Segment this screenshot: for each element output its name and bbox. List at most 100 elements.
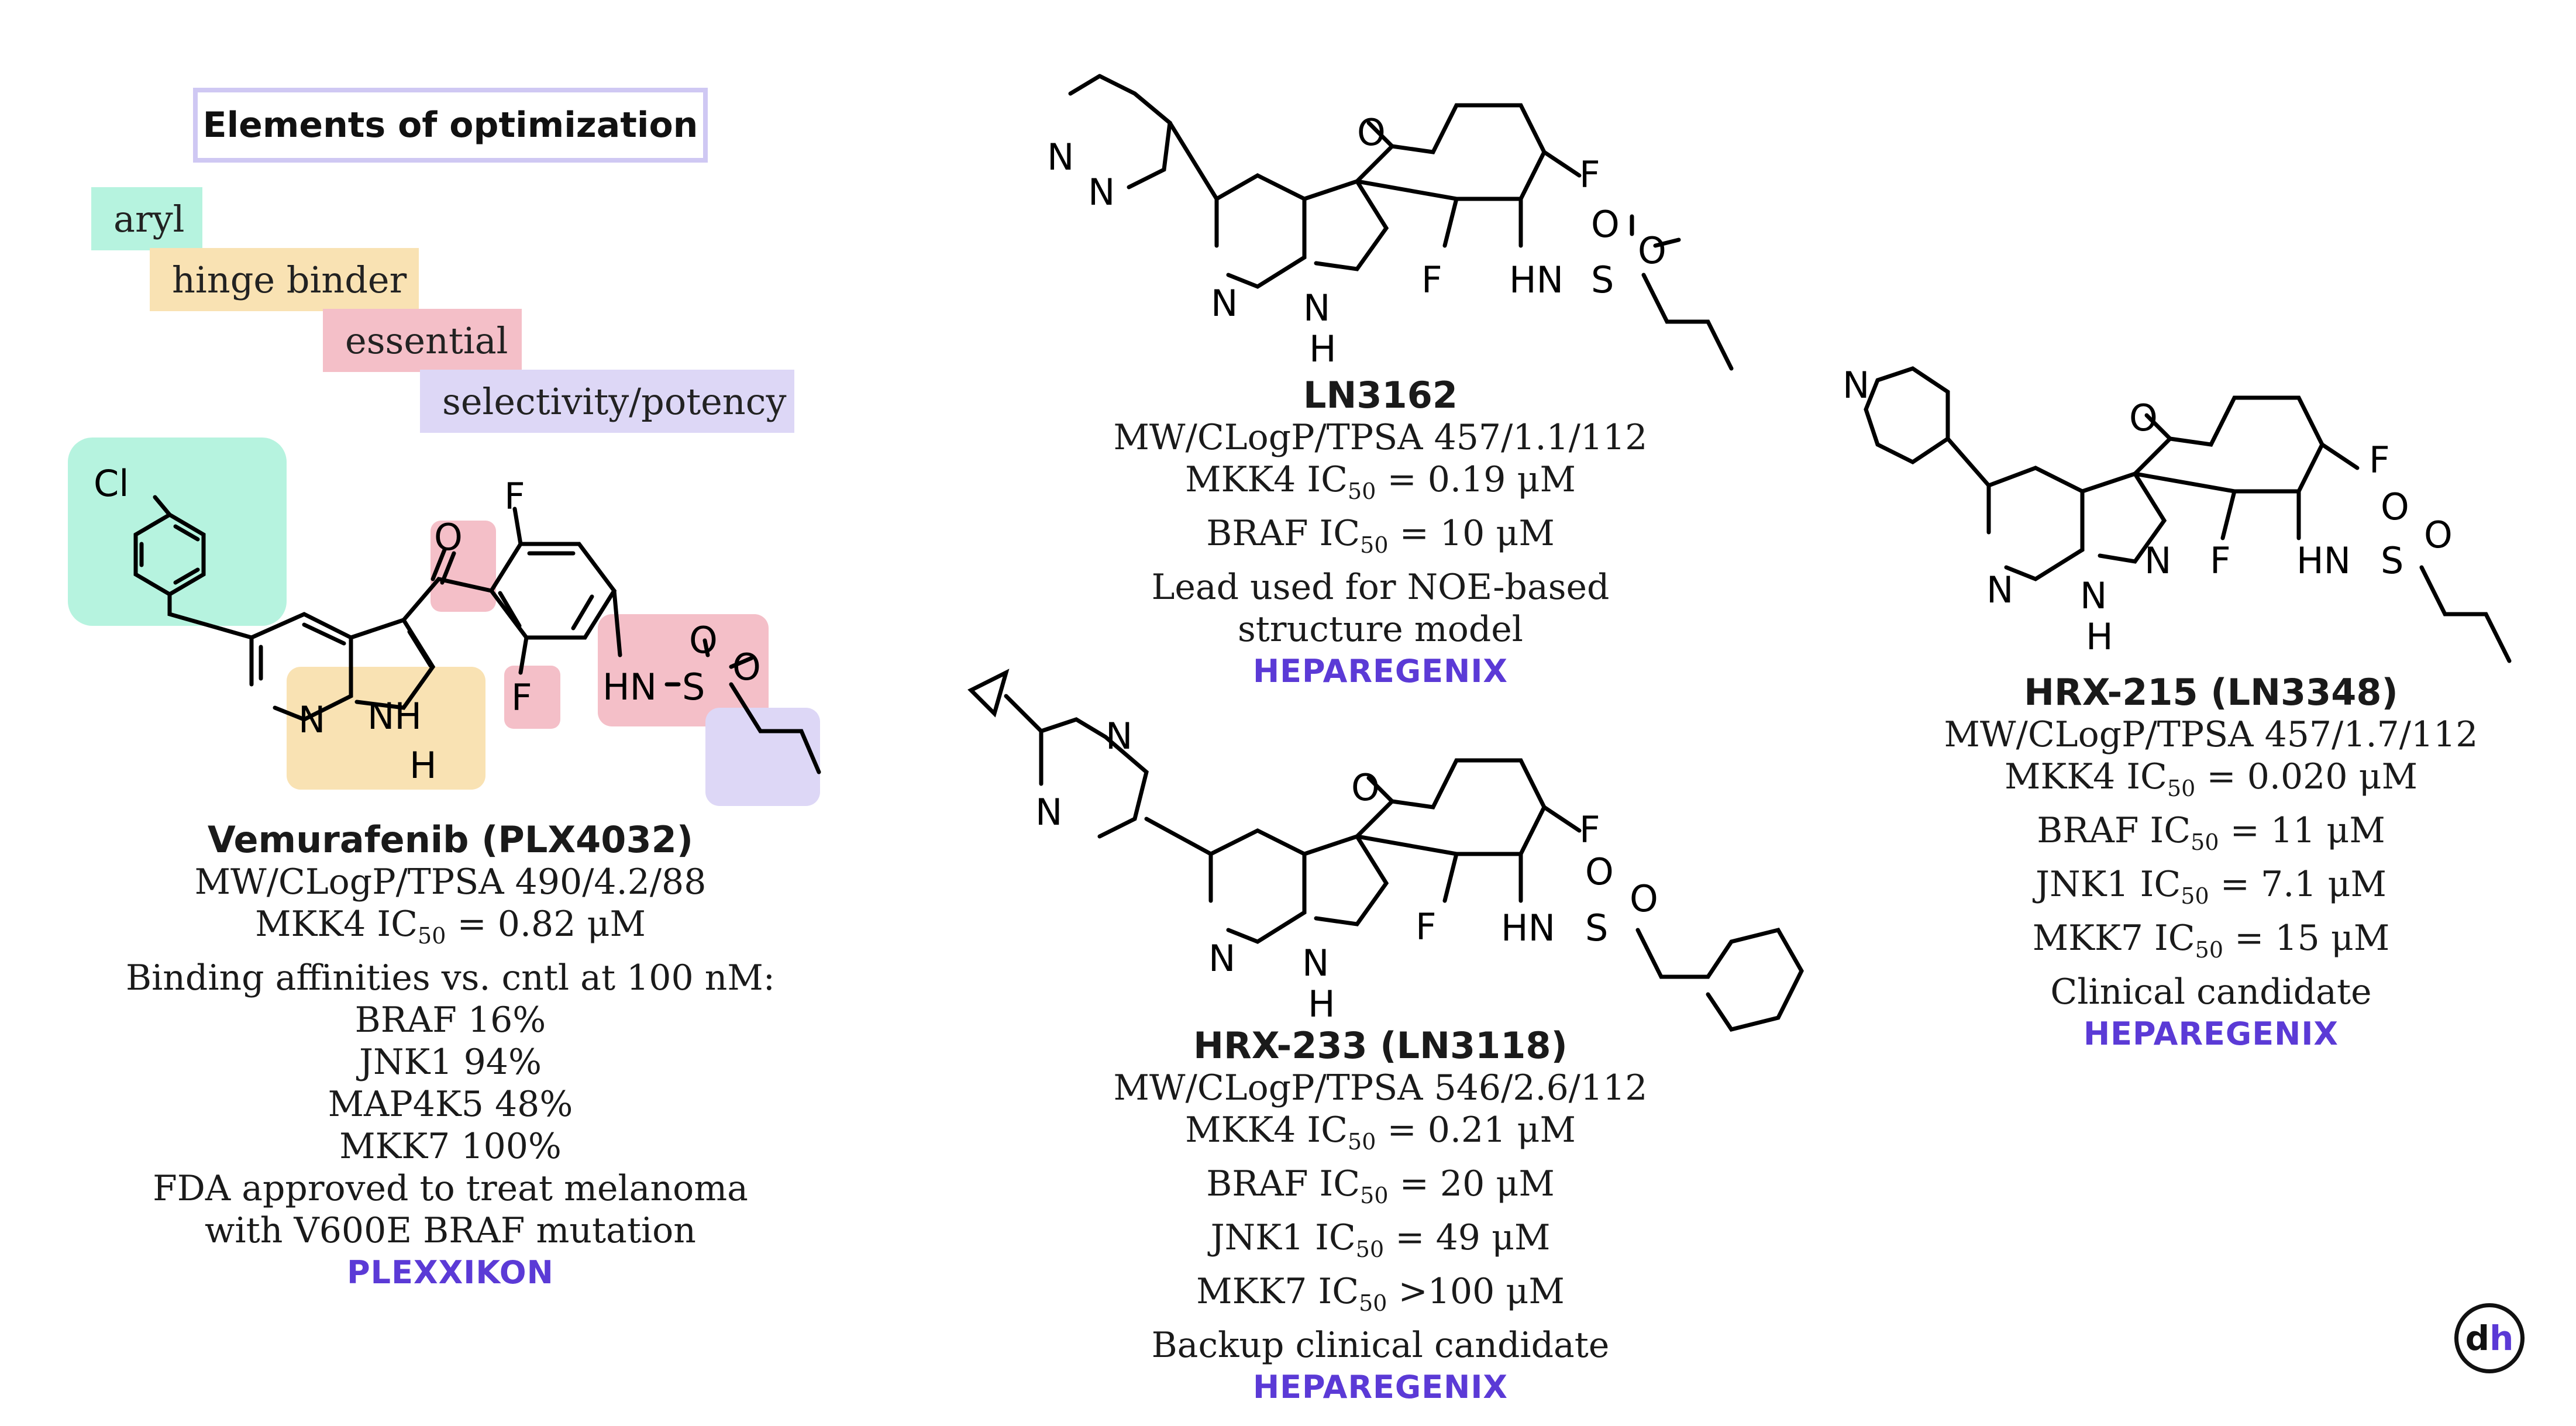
property-line: MW/CLogP/TPSA 457/1.7/112 (1944, 714, 2478, 755)
atom-o: O (1351, 766, 1380, 809)
aryl-highlight (68, 438, 287, 626)
atom-o: O (434, 516, 463, 559)
atom-labels: N N O F F HN S O O N H N (1047, 111, 1666, 370)
legend-tag-hinge-binder: hinge binder (150, 248, 419, 311)
atom-o: O (732, 646, 761, 688)
company-label: HEPAREGENIX (1252, 1369, 1509, 1406)
logo-h: h (2489, 1318, 2514, 1358)
property-line: MKK7 IC50 = 15 μM (2032, 918, 2390, 963)
atom-hn: HN (1501, 907, 1555, 949)
atom-f: F (504, 475, 525, 518)
atom-h: H (2086, 615, 2113, 658)
property-line: Clinical candidate (2050, 972, 2372, 1012)
atom-cl: Cl (94, 462, 129, 505)
atom-hn: HN (602, 666, 657, 708)
legend-tag-selectivity-potency: selectivity/potency (420, 370, 794, 433)
atom-s: S (2381, 539, 2403, 582)
property-line: Lead used for NOE-based (1151, 567, 1610, 608)
company-label: HEPAREGENIX (2083, 1015, 2339, 1052)
property-line: MW/CLogP/TPSA 546/2.6/112 (1113, 1067, 1648, 1108)
atom-f: F (1579, 808, 1600, 851)
atom-labels: N O F N F HN S O O N N H (1843, 364, 2453, 658)
bonds (1068, 74, 1734, 371)
atom-n: N (1211, 282, 1238, 325)
atom-labels: Cl F O F HN S O O N NH H (94, 462, 761, 787)
compound-name: LN3162 (1303, 374, 1458, 416)
property-line: BRAF 16% (354, 1000, 546, 1041)
logo-d: d (2465, 1318, 2490, 1358)
atom-n: N (1047, 136, 1074, 178)
atom-o: O (2424, 514, 2453, 556)
hinge-binder-highlight (287, 667, 485, 790)
compound-name: HRX-215 (LN3348) (2024, 671, 2398, 714)
atom-s: S (1585, 907, 1608, 949)
property-line: Binding affinities vs. cntl at 100 nM: (125, 957, 776, 998)
atom-n: N (1303, 287, 1330, 329)
property-line: structure model (1238, 609, 1523, 650)
hrx233-caption: HRX-233 (LN3118) MW/CLogP/TPSA 546/2.6/1… (1047, 1025, 1714, 1408)
property-line: MKK7 IC50 >100 μM (1196, 1271, 1565, 1316)
atom-n: N (2144, 539, 2171, 582)
property-line: MKK7 100% (339, 1126, 562, 1167)
hrx215-caption: HRX-215 (LN3348) MW/CLogP/TPSA 457/1.7/1… (1883, 671, 2539, 1055)
atom-hn: HN (1509, 259, 1563, 301)
property-line: JNK1 94% (359, 1042, 542, 1083)
atom-o: O (1585, 850, 1614, 893)
property-line: MW/CLogP/TPSA 457/1.1/112 (1113, 417, 1648, 458)
bonds (133, 495, 821, 774)
property-line: BRAF IC50 = 11 μM (2037, 810, 2385, 855)
atom-h: H (1309, 328, 1337, 370)
atom-n: N (1208, 937, 1235, 980)
fluorine-essential-highlight (504, 666, 560, 729)
property-line: MKK4 IC50 = 0.020 μM (2005, 756, 2417, 801)
property-line: with V600E BRAF mutation (205, 1210, 696, 1251)
atom-nh: NH (367, 695, 422, 738)
property-line: MAP4K5 48% (328, 1084, 573, 1125)
atom-n: N (2080, 574, 2107, 617)
atom-f: F (1421, 259, 1442, 301)
atom-o: O (1591, 203, 1620, 246)
property-line: MKK4 IC50 = 0.19 μM (1185, 459, 1576, 504)
legend-tag-aryl: aryl (91, 187, 202, 250)
bonds (1864, 366, 2512, 663)
atom-o: O (1357, 111, 1386, 154)
atom-o: O (689, 619, 718, 662)
atom-n: N (1106, 715, 1132, 757)
atom-s: S (1591, 259, 1614, 301)
atom-s: S (682, 666, 705, 708)
atom-h: H (409, 744, 437, 787)
atom-n: N (1986, 569, 2013, 611)
atom-n: N (1302, 942, 1329, 984)
property-line: JNK1 IC50 = 7.1 μM (2036, 864, 2386, 909)
legend-title: Elements of optimization (193, 88, 708, 163)
atom-f: F (2369, 439, 2390, 481)
property-line: BRAF IC50 = 10 μM (1206, 513, 1555, 558)
vemurafenib-caption: Vemurafenib (PLX4032) MW/CLogP/TPSA 490/… (94, 819, 807, 1294)
company-label: HEPAREGENIX (1252, 653, 1509, 690)
atom-n: N (1088, 171, 1115, 213)
atom-labels: N N O F F HN S O O N N H (1035, 715, 1658, 1025)
atom-f: F (2210, 539, 2231, 582)
atom-hn: HN (2296, 539, 2351, 582)
compound-name: HRX-233 (LN3118) (1193, 1024, 1568, 1067)
property-line: MKK4 IC50 = 0.21 μM (1185, 1110, 1576, 1155)
compound-name: Vemurafenib (PLX4032) (207, 818, 694, 861)
atom-n: N (1035, 791, 1062, 833)
sulfonamide-essential-highlight (598, 614, 769, 726)
atom-o: O (2129, 397, 2158, 439)
atom-o: O (1630, 877, 1658, 920)
atom-f: F (1416, 905, 1437, 948)
property-line: Backup clinical candidate (1151, 1325, 1610, 1366)
property-line: BRAF IC50 = 20 μM (1206, 1163, 1555, 1208)
bonds (967, 669, 1804, 1032)
legend-tag-essential: essential (323, 309, 522, 372)
